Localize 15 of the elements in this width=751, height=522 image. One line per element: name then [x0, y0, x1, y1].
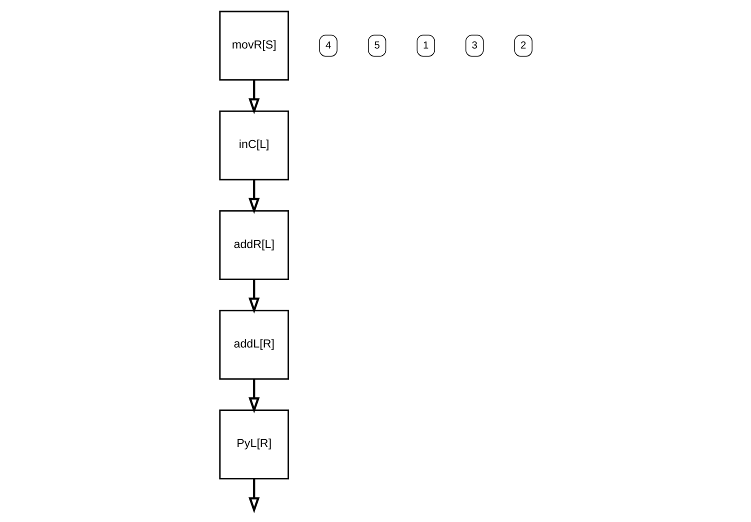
label: 1 — [422, 40, 428, 52]
node-box: addR[L] — [218, 210, 289, 280]
label: 2 — [520, 40, 526, 52]
node-box: addL[R] — [218, 310, 289, 380]
label: 4 — [325, 40, 331, 52]
arrow — [248, 379, 260, 414]
node-box: PyL[R] — [218, 410, 289, 480]
label: 3 — [471, 40, 477, 52]
arrow — [248, 279, 260, 314]
arrow — [248, 180, 260, 214]
arrow — [248, 80, 260, 114]
label: 5 — [374, 40, 380, 52]
node-box: movR[S] — [218, 10, 289, 81]
arrow — [248, 478, 260, 514]
node-box: inC[L] — [218, 110, 289, 180]
